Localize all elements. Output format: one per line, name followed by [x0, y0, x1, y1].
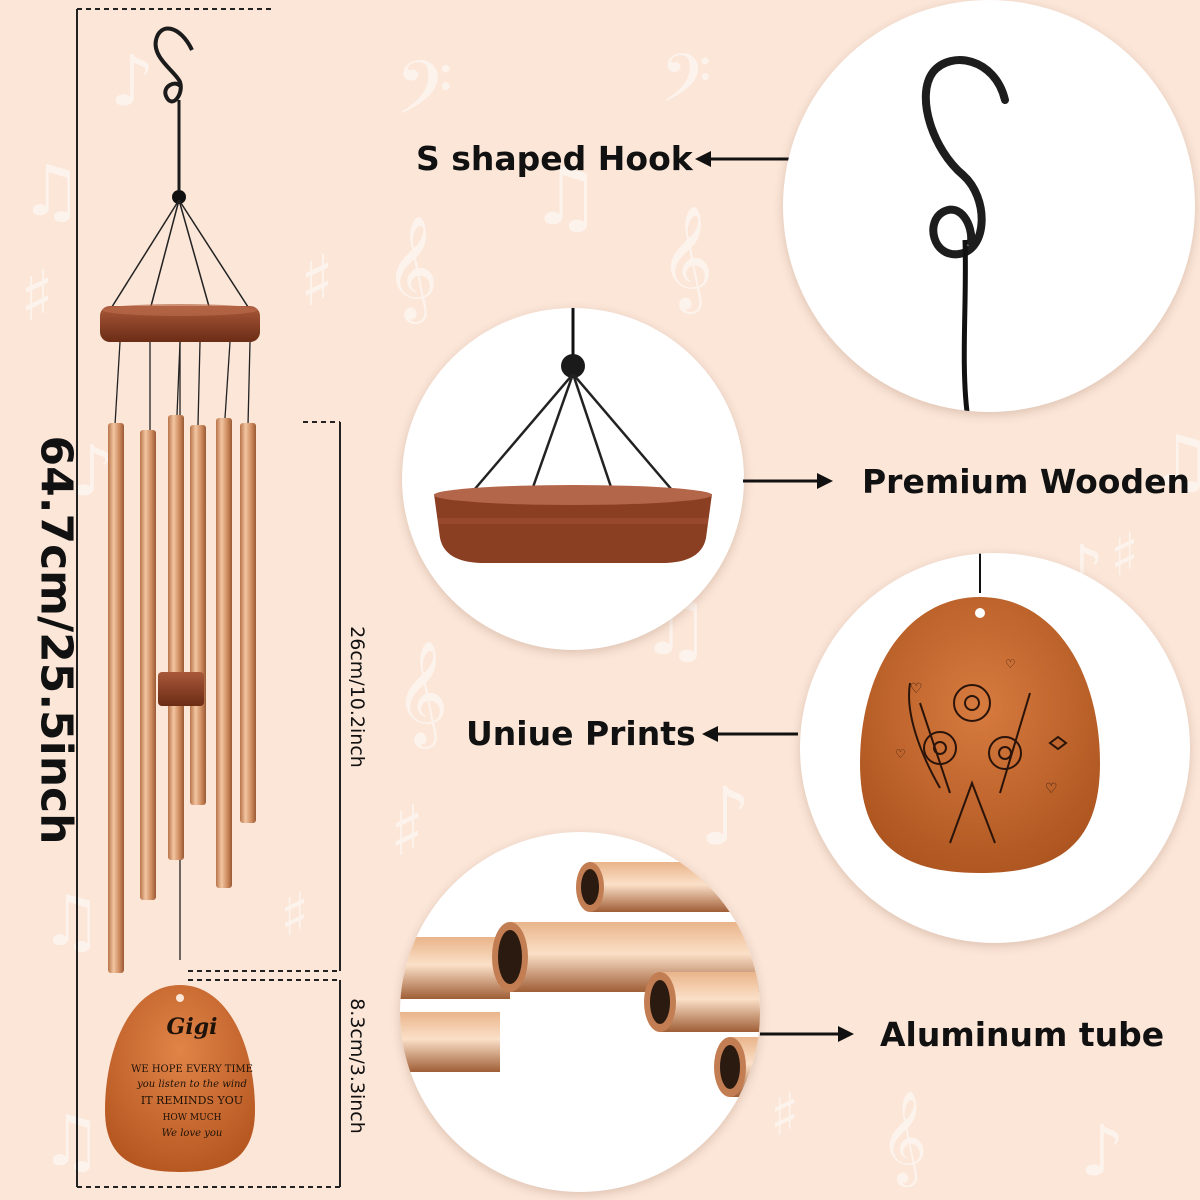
tag-line: WE HOPE EVERY TIME [131, 1064, 253, 1075]
tag-line: HOW MUCH [162, 1113, 222, 1123]
wooden-tag [105, 985, 255, 1172]
tag-line: you listen to the wind [137, 1079, 247, 1090]
wind-striker [158, 672, 204, 706]
treble-clef-icon: 𝄞 [660, 205, 714, 310]
wooden-ring-icon [434, 308, 712, 563]
feature-label-tube: Aluminum tube [880, 1015, 1165, 1054]
tag-line: IT REMINDS YOU [140, 1094, 244, 1107]
treble-clef-icon: 𝄞 [385, 215, 439, 320]
arrow-right-icon [760, 1026, 854, 1042]
music-note-icon: ♫ [530, 150, 602, 243]
s-hook-icon [153, 26, 194, 104]
treble-clef-icon: 𝄞 [395, 640, 449, 745]
sharp-icon: ♯ [770, 1080, 800, 1150]
arrow-left-icon [695, 151, 790, 167]
tag-line: We love you [161, 1128, 223, 1139]
music-note-icon: ♪ [700, 770, 752, 863]
music-note-icon: ♫ [1150, 420, 1200, 502]
feature-label-hook: S shaped Hook [416, 139, 693, 178]
feature-label-wooden: Premium Wooden [862, 462, 1190, 501]
total-length-label: 64.7cm/25.5inch [30, 435, 82, 845]
music-note-icon: ♫ [40, 1100, 103, 1182]
svg-text:♡: ♡ [1005, 657, 1016, 671]
tube-icon [400, 862, 760, 1097]
wind-chime-illustration [100, 26, 260, 1172]
s-hook-icon [921, 56, 1009, 412]
sharp-icon: ♯ [300, 240, 334, 322]
wooden-ring-detail-circle [402, 308, 744, 650]
music-note-icon: ♪ [110, 40, 155, 122]
sharp-icon: ♯ [1110, 520, 1140, 590]
tube-detail-circle [400, 832, 760, 1192]
tag-name: Gigi [166, 1014, 218, 1040]
sharp-icon: ♯ [280, 880, 310, 950]
svg-text:♡: ♡ [1045, 781, 1058, 797]
music-note-icon: ♫ [20, 150, 83, 232]
feature-label-prints: Uniue Prints [466, 714, 696, 753]
svg-text:♡: ♡ [895, 747, 906, 761]
treble-clef-icon: 𝄞 [880, 1090, 928, 1183]
music-note-icon: ♪ [1080, 1110, 1125, 1192]
music-note-icon: ♫ [40, 880, 103, 962]
sharp-icon: ♯ [390, 790, 424, 872]
floral-print-icon: ♡ ♡ ♡ ♡ [860, 553, 1100, 873]
aluminum-tubes [108, 415, 256, 973]
bass-clef-icon: 𝄢 [660, 40, 712, 133]
arrow-right-icon [743, 473, 833, 489]
hook-detail-circle [783, 0, 1195, 412]
arrow-left-icon [702, 726, 798, 742]
print-detail-circle: ♡ ♡ ♡ ♡ [800, 553, 1190, 943]
bass-clef-icon: 𝄢 [395, 45, 453, 150]
sharp-icon: ♯ [20, 255, 54, 337]
svg-text:♡: ♡ [910, 681, 923, 697]
